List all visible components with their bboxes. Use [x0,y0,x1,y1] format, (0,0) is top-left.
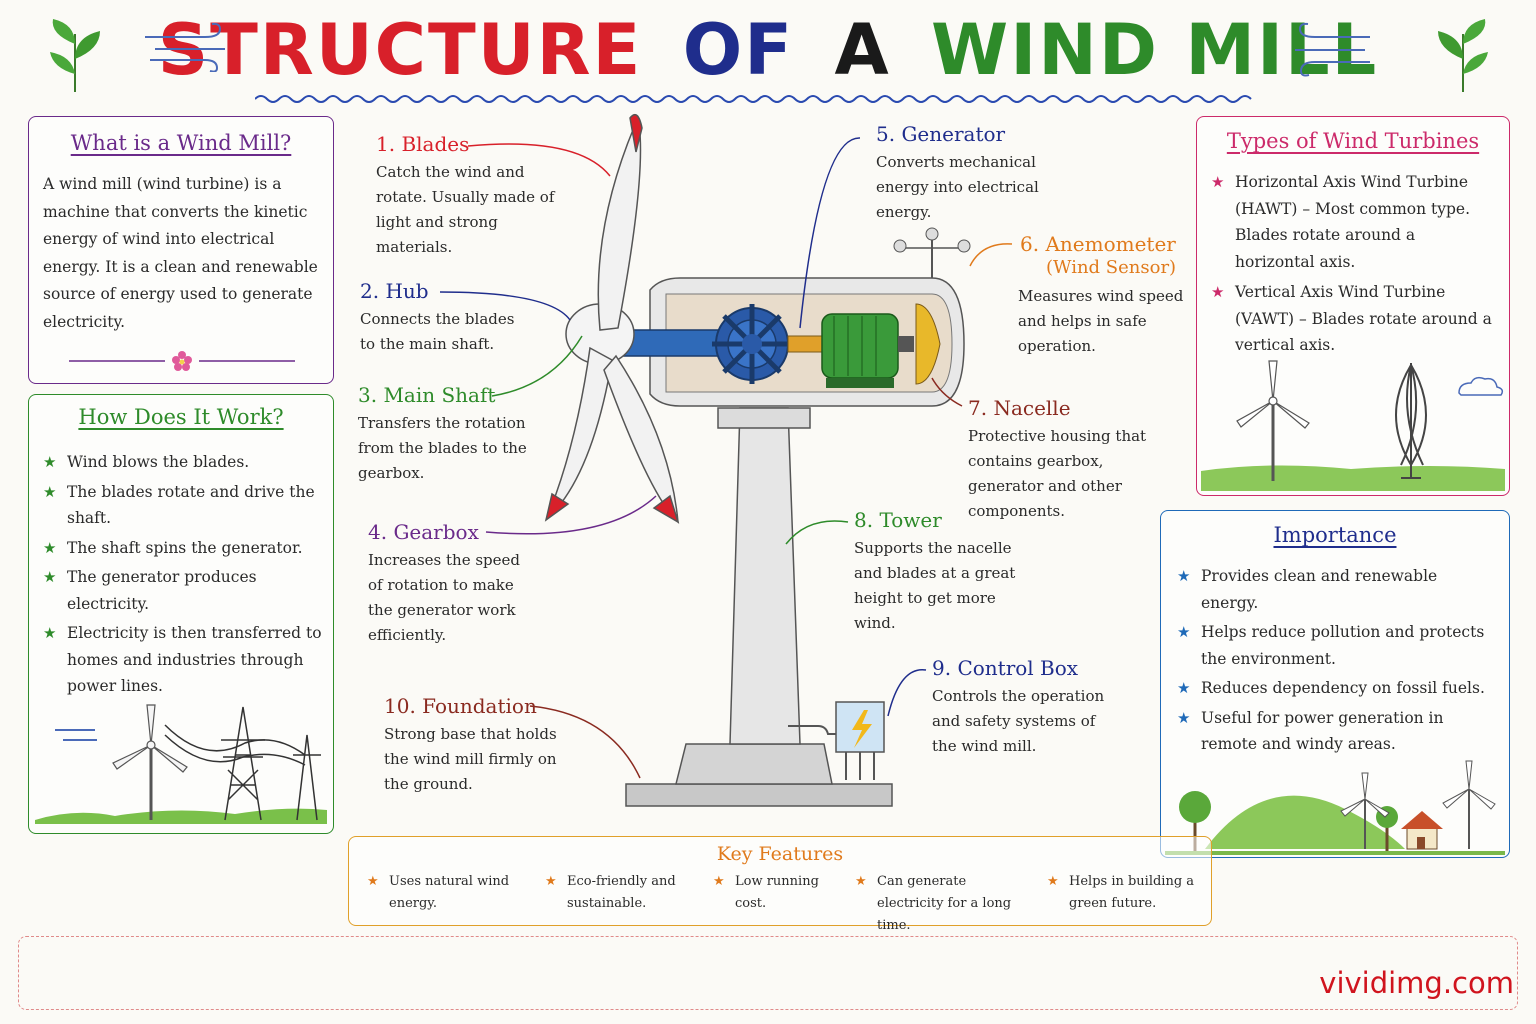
type-item-hawt: ★Horizontal Axis Wind Turbine (HAWT) – M… [1211,173,1471,271]
how-step: ★Wind blows the blades. [43,453,250,471]
wind-swirl-icon-left [145,22,225,72]
page-title: STRUCTURE OF A WIND MILL [0,8,1536,92]
part-label-nacelle: 7. Nacelle Protective housing that conta… [968,396,1147,520]
part-label-control-box: 9. Control Box Controls the operation an… [932,656,1105,755]
how-it-works-panel: How Does It Work? ★Wind blows the blades… [28,394,334,834]
how-step: ★The shaft spins the generator. [43,538,303,557]
part-label-hub: 2. Hub Connects the blades to the main s… [360,279,515,353]
title-word-of: OF [682,9,795,91]
importance-item: ★Helps reduce pollution and protects the… [1177,623,1485,668]
part-label-foundation: 10. Foundation Strong base that holds th… [384,694,557,793]
feature-item: ★Eco-friendly and sustainable. [545,874,676,911]
footer-dashed-box [18,936,1518,1010]
importance-item: ★Reduces dependency on fossil fuels. [1177,679,1485,697]
what-is-panel: What is a Wind Mill? A wind mill (wind t… [28,116,334,384]
how-step: ★The blades rotate and drive the shaft. [43,482,315,528]
part-label-tower: 8. Tower Supports the nacelle and blades… [854,508,1016,632]
blades [544,113,680,524]
foundation-block [675,743,833,785]
windmill-illustration [544,113,971,807]
importance-item: ★Useful for power generation in remote a… [1177,708,1444,754]
generator [821,313,914,388]
how-step: ★The generator produces electricity. [43,568,257,613]
title-word-structure: STRUCTURE [157,9,643,91]
part-label-blades: 1. Blades Catch the wind and rotate. Usu… [376,132,555,256]
feature-item: ★Low running cost. [713,874,819,911]
anemometer [893,227,971,278]
how-it-works-heading: How Does It Work? [78,405,284,429]
power-lines-illustration [35,704,327,824]
part-label-main-shaft: 3. Main Shaft Transfers the rotation fro… [358,383,527,482]
types-heading: Types of Wind Turbines [1226,129,1480,153]
importance-item: ★Provides clean and renewable energy. [1177,567,1438,612]
what-is-heading: What is a Wind Mill? [70,131,292,155]
key-features-panel: Key Features ★Uses natural wind energy. … [348,836,1212,933]
feature-item: ★Uses natural wind energy. [367,874,510,911]
landscape-illustration [1165,760,1505,855]
part-label-gearbox: 4. Gearbox Increases the speed of rotati… [368,520,521,644]
feature-item: ★Helps in building a green future. [1047,874,1195,911]
flower-divider-icon [69,351,295,371]
what-is-text: A wind mill (wind turbine) is a machine … [43,175,318,331]
key-features-heading: Key Features [716,843,844,865]
part-label-generator: 5. Generator Converts mechanical energy … [876,122,1039,221]
gearbox [712,304,792,384]
how-step: ★Electricity is then transferred to home… [43,624,322,695]
title-underline-wave [255,95,1252,103]
leaf-icon-right [1438,19,1488,92]
feature-item: ★Can generate electricity for a long tim… [855,874,1012,933]
watermark: vividimg.com [1319,966,1514,1000]
importance-panel: Importance ★Provides clean and renewable… [1160,510,1510,858]
title-word-a: A [834,9,891,91]
part-label-anemometer: 6. Anemometer (Wind Sensor) Measures win… [1018,232,1184,355]
importance-heading: Importance [1273,523,1397,547]
turbine-types-illustration [1201,360,1505,491]
leaf-icon-left [50,19,100,92]
types-panel: Types of Wind Turbines ★Horizontal Axis … [1196,116,1510,496]
wind-swirl-icon-right [1295,22,1370,77]
type-item-vawt: ★Vertical Axis Wind Turbine (VAWT) – Bla… [1211,283,1492,354]
